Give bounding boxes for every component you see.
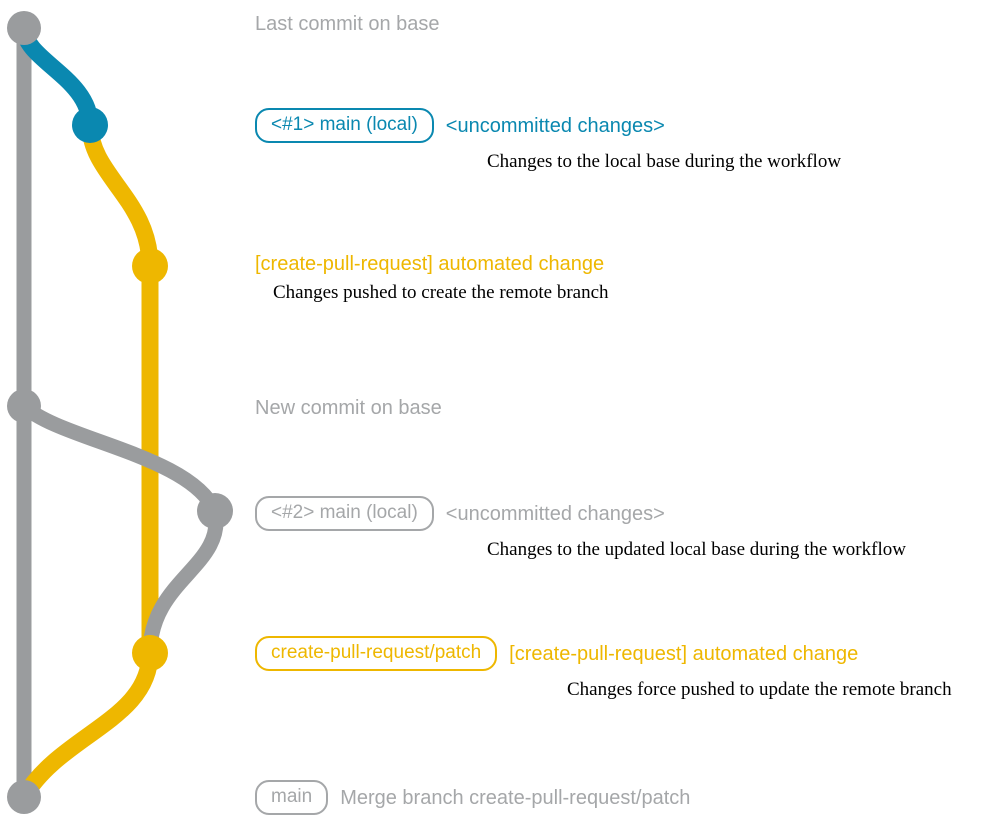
commit-description: Changes force pushed to update the remot… xyxy=(567,679,952,700)
row-header: Last commit on base xyxy=(255,12,440,36)
row-last-commit-on-base: Last commit on base xyxy=(255,12,440,36)
commit-description: Changes to the updated local base during… xyxy=(487,539,906,560)
commit-subject: Last commit on base xyxy=(255,13,440,35)
branch-tag-main-local-1[interactable]: <#1> main (local) xyxy=(255,108,434,143)
row-local-1: <#1> main (local) <uncommitted changes> … xyxy=(255,108,841,173)
commit-node-merge[interactable] xyxy=(7,780,41,814)
commit-description: Changes pushed to create the remote bran… xyxy=(273,282,609,303)
commit-subject: New commit on base xyxy=(255,397,442,419)
row-header: main Merge branch create-pull-request/pa… xyxy=(255,780,690,815)
row-merge: main Merge branch create-pull-request/pa… xyxy=(255,780,690,815)
branch-tag-create-pull-request-patch[interactable]: create-pull-request/patch xyxy=(255,636,498,671)
commit-node-base-new[interactable] xyxy=(7,389,41,423)
row-header: create-pull-request/patch [create-pull-r… xyxy=(255,636,952,671)
commit-description: Changes to the local base during the wor… xyxy=(487,151,842,172)
row-new-commit-on-base: New commit on base xyxy=(255,396,442,420)
row-patch-2: create-pull-request/patch [create-pull-r… xyxy=(255,636,952,701)
branch-tag-main-local-2[interactable]: <#2> main (local) xyxy=(255,496,434,531)
row-header: <#2> main (local) <uncommitted changes> xyxy=(255,496,906,531)
commit-node-local-1[interactable] xyxy=(72,107,108,143)
commit-subject: <uncommitted changes> xyxy=(445,502,665,525)
commit-subject: [create-pull-request] automated change xyxy=(509,642,859,665)
commit-node-local-2[interactable] xyxy=(197,493,233,529)
commit-node-patch-2[interactable] xyxy=(132,635,168,671)
row-header: [create-pull-request] automated change xyxy=(255,252,609,276)
row-header: <#1> main (local) <uncommitted changes> xyxy=(255,108,841,143)
commit-subject: <uncommitted changes> xyxy=(445,114,665,137)
commit-node-patch-1[interactable] xyxy=(132,248,168,284)
branch-tag-main[interactable]: main xyxy=(255,780,329,815)
lane-patch-merge-line xyxy=(15,644,159,806)
commit-subject: Merge branch create-pull-request/patch xyxy=(340,786,691,809)
commit-subject: [create-pull-request] automated change xyxy=(255,253,605,275)
row-local-2: <#2> main (local) <uncommitted changes> … xyxy=(255,496,906,561)
row-header: New commit on base xyxy=(255,396,442,420)
row-patch-1: [create-pull-request] automated change C… xyxy=(255,252,609,304)
commit-node-base-last[interactable] xyxy=(7,11,41,45)
